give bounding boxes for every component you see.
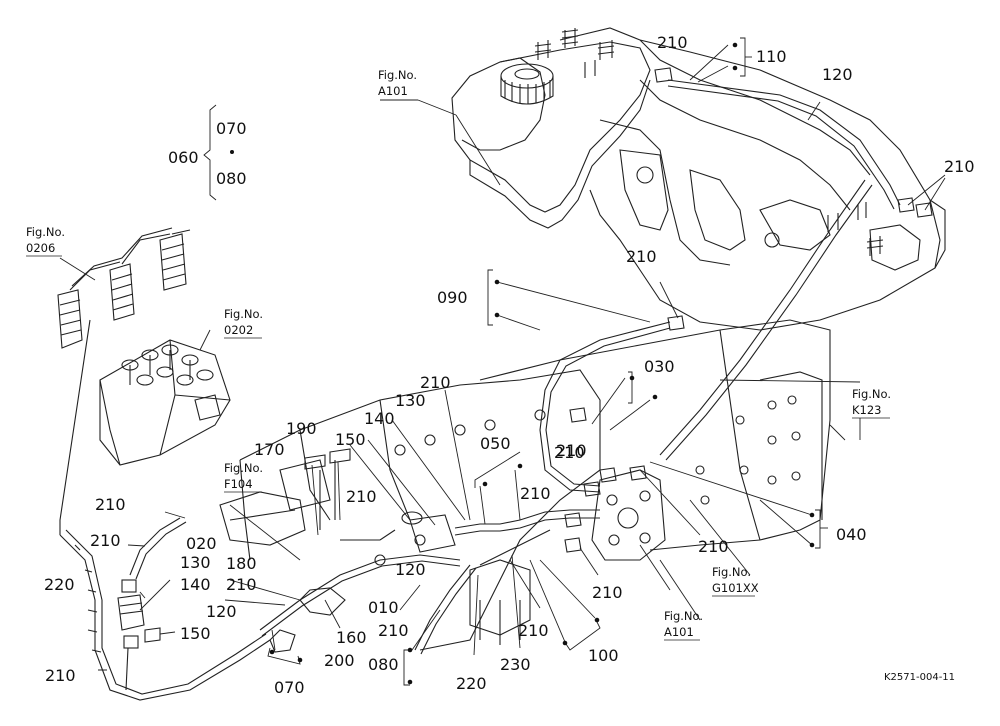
fuel-hose-return [539, 321, 671, 493]
ref-fig-number: A101 [664, 625, 694, 639]
label-180: 180 [226, 554, 257, 573]
fuel-tank [451, 41, 651, 213]
part-labels: 060 070 080 210 110 120 210 210 090 030 … [44, 33, 975, 697]
label-070-option: 070 [216, 119, 247, 138]
label-150: 150 [335, 430, 366, 449]
label-210: 210 [944, 157, 975, 176]
ref-fig-number: 0202 [224, 323, 253, 337]
label-020: 020 [186, 534, 217, 553]
label-070: 070 [274, 678, 305, 697]
ref-fig-number: 0206 [26, 241, 55, 255]
leader-lines [59, 37, 946, 686]
fuel-hose-left [59, 534, 271, 701]
filler-cap [500, 63, 554, 89]
line-art [57, 27, 946, 701]
fuel-filter [117, 594, 145, 631]
ref-fig-number: F104 [224, 477, 253, 491]
injector-nozzles [57, 227, 191, 349]
ref-fig-number: K123 [852, 403, 882, 417]
label-210: 210 [346, 487, 377, 506]
label-210: 210 [626, 247, 657, 266]
figure-references: Fig.No. A101 Fig.No. 0206 Fig.No. 0202 F… [26, 68, 891, 641]
ref-fig-label: Fig.No. [378, 68, 417, 82]
ref-fig-number: A101 [378, 84, 408, 98]
label-210: 210 [95, 495, 126, 514]
lower-chassis [479, 319, 831, 551]
label-210: 210 [554, 443, 585, 462]
label-190: 190 [286, 419, 317, 438]
label-220: 220 [44, 575, 75, 594]
label-210: 210 [420, 373, 451, 392]
label-120: 120 [206, 602, 237, 621]
label-150: 150 [180, 624, 211, 643]
label-140: 140 [180, 575, 211, 594]
fuel-hose-diagonal [659, 179, 866, 456]
label-060: 060 [168, 148, 199, 167]
bracket [219, 491, 306, 546]
upper-frame [559, 27, 941, 331]
ref-fig-label: Fig.No. [852, 387, 891, 401]
label-210: 210 [556, 441, 587, 460]
label-080-option: 080 [216, 169, 247, 188]
label-040: 040 [836, 525, 867, 544]
label-100: 100 [588, 646, 619, 665]
label-210: 210 [518, 621, 549, 640]
label-230: 230 [500, 655, 531, 674]
figure-code: K2571-004-11 [884, 672, 955, 683]
ref-fig-number: G101XX [712, 581, 759, 595]
ref-fig-label: Fig.No. [224, 307, 263, 321]
label-080: 080 [368, 655, 399, 674]
label-220: 220 [456, 674, 487, 693]
label-130: 130 [180, 553, 211, 572]
ref-fig-label: Fig.No. [664, 609, 703, 623]
label-160: 160 [336, 628, 367, 647]
bracket-dots [230, 42, 815, 685]
ref-fig-label: Fig.No. [712, 565, 751, 579]
label-010: 010 [368, 598, 399, 617]
flange-plate [591, 469, 666, 561]
label-170: 170 [254, 440, 285, 459]
label-210: 210 [378, 621, 409, 640]
label-210: 210 [90, 531, 121, 550]
label-210: 210 [226, 575, 257, 594]
injection-pump [99, 339, 231, 466]
label-200: 200 [324, 651, 355, 670]
fuel-hose-top [667, 79, 901, 206]
label-130: 130 [395, 391, 426, 410]
ref-fig-label: Fig.No. [224, 461, 263, 475]
label-120: 120 [822, 65, 853, 84]
ref-fig-label: Fig.No. [26, 225, 65, 239]
label-210: 210 [520, 484, 551, 503]
label-210: 210 [45, 666, 76, 685]
label-050: 050 [480, 434, 511, 453]
label-210: 210 [657, 33, 688, 52]
label-210: 210 [592, 583, 623, 602]
label-140: 140 [364, 409, 395, 428]
label-090: 090 [437, 288, 468, 307]
label-030: 030 [644, 357, 675, 376]
label-110: 110 [756, 47, 787, 66]
label-210: 210 [698, 537, 729, 556]
label-120: 120 [395, 560, 426, 579]
